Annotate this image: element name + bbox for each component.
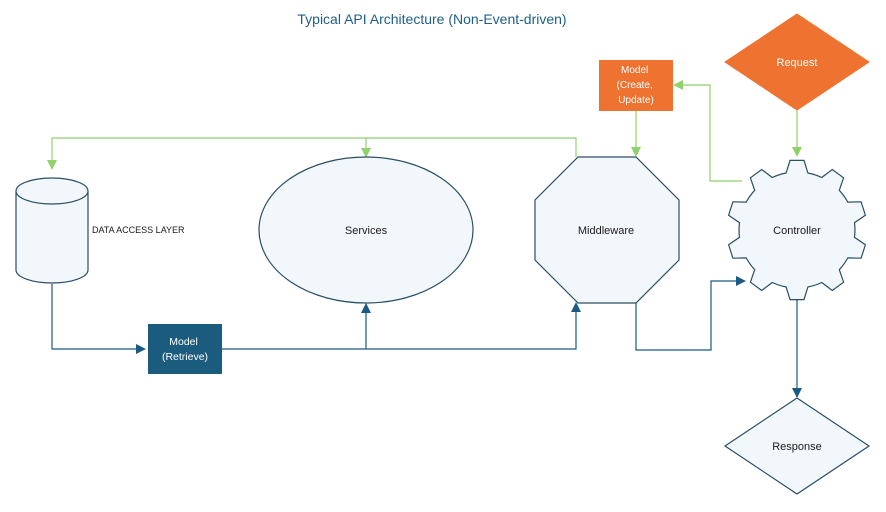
model-create-line-3: Update)	[618, 95, 654, 106]
connector-controller-to-model-create	[673, 80, 742, 182]
blue-connectors	[51, 276, 802, 398]
request-label: Request	[777, 57, 818, 69]
model-retrieve-box	[148, 324, 222, 374]
response-label: Response	[772, 441, 822, 453]
services-ellipse	[258, 156, 474, 304]
services-label: Services	[345, 225, 388, 237]
middleware-label: Middleware	[578, 225, 634, 237]
connector-model-retrieve-to-middleware	[222, 302, 581, 350]
green-connectors	[47, 80, 802, 182]
controller-gear	[727, 159, 867, 301]
data-access-layer-cylinder	[15, 177, 89, 284]
model-create-label: Model (Create, Update)	[617, 65, 656, 106]
diagram-title: Typical API Architecture (Non-Event-driv…	[297, 11, 566, 27]
connector-middleware-to-controller	[635, 276, 746, 351]
model-create-box	[599, 60, 673, 111]
model-retrieve-line-2: (Retrieve)	[162, 351, 208, 363]
model-create-line-1: Model	[621, 65, 648, 76]
middleware-octagon	[534, 156, 680, 304]
data-access-layer-label: DATA ACCESS LAYER	[92, 225, 185, 235]
connector-middleware-to-dal	[47, 137, 577, 170]
model-create-line-2: (Create,	[617, 80, 653, 91]
controller-label: Controller	[773, 225, 821, 237]
request-diamond	[724, 13, 870, 111]
connector-dal-to-model-retrieve	[51, 284, 146, 354]
response-diamond	[723, 397, 871, 495]
model-retrieve-label: Model (Retrieve)	[162, 336, 208, 363]
model-retrieve-line-1: Model	[169, 336, 198, 348]
